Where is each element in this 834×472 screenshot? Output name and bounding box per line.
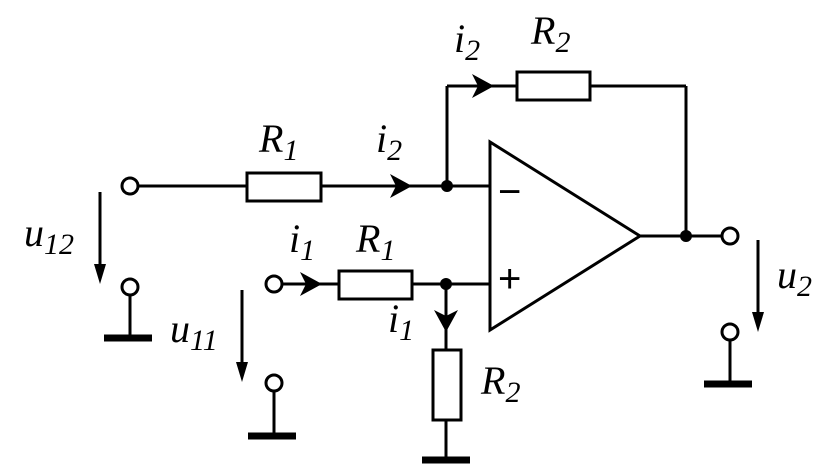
label-u11: u11 bbox=[170, 306, 218, 357]
label-r2-ground: R2 bbox=[480, 358, 520, 409]
resistor-r1-bottom bbox=[337, 269, 414, 301]
resistor-r1-top bbox=[245, 171, 323, 203]
terminal-output bbox=[720, 226, 740, 246]
label-u12: u12 bbox=[24, 210, 74, 261]
current-arrow-i1-down bbox=[434, 310, 458, 332]
current-arrow-i2-input bbox=[390, 174, 412, 198]
voltage-arrow-u12-head bbox=[94, 264, 106, 284]
op-amp-triangle bbox=[488, 139, 643, 333]
noninverting-input-symbol: + bbox=[498, 257, 521, 301]
current-arrow-i1-input bbox=[300, 272, 322, 296]
resistor-r2-feedback bbox=[515, 70, 592, 102]
voltage-arrow-u11-head bbox=[236, 362, 248, 382]
label-i1-input: i1 bbox=[289, 216, 315, 267]
label-r1-top: R1 bbox=[258, 116, 298, 167]
label-i2-input: i2 bbox=[376, 116, 402, 167]
label-i2-feedback: i2 bbox=[454, 16, 480, 67]
terminal-input-u12 bbox=[120, 176, 140, 196]
terminal-ground-u12 bbox=[120, 277, 140, 297]
label-r2-feedback: R2 bbox=[530, 8, 570, 59]
inverting-input-symbol: − bbox=[498, 170, 521, 214]
terminal-ground-u11 bbox=[264, 373, 284, 393]
current-arrow-i2-feedback bbox=[472, 74, 494, 98]
label-i1-down: i1 bbox=[388, 296, 414, 347]
resistor-r2-ground bbox=[431, 348, 463, 422]
label-u2: u2 bbox=[777, 252, 812, 303]
voltage-arrow-u2-head bbox=[752, 312, 764, 332]
label-r1-bottom: R1 bbox=[355, 216, 395, 267]
junction-output bbox=[680, 230, 692, 242]
terminal-input-u11 bbox=[264, 274, 284, 294]
terminal-ground-u2 bbox=[720, 322, 740, 342]
